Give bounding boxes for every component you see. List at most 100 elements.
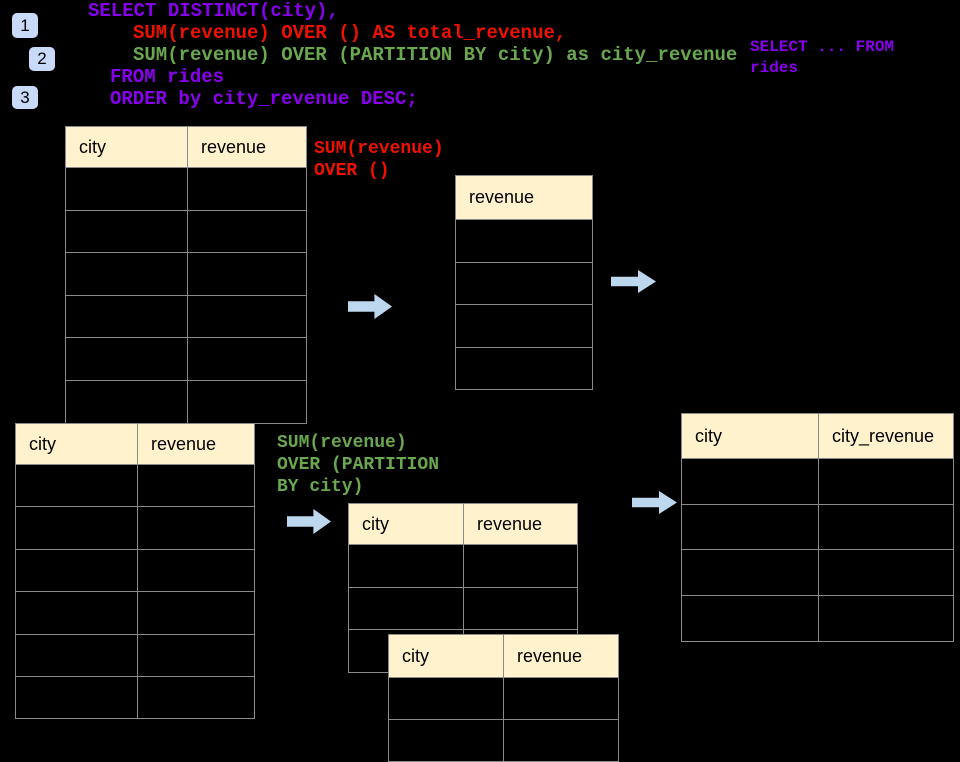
empty-cell bbox=[187, 338, 306, 380]
empty-cell bbox=[187, 168, 306, 210]
table-row bbox=[682, 595, 953, 641]
empty-cell bbox=[463, 545, 577, 587]
code-line: SUM(revenue) OVER () AS total_revenue, bbox=[133, 22, 567, 44]
column-header-city: city bbox=[29, 433, 56, 454]
empty-cell bbox=[16, 677, 137, 718]
code-line: BY city) bbox=[277, 477, 364, 497]
empty-cell bbox=[187, 253, 306, 295]
step-badge-2: 2 bbox=[29, 47, 55, 71]
empty-cell bbox=[66, 296, 187, 338]
step-badge-label: 3 bbox=[20, 87, 30, 107]
empty-cell bbox=[818, 459, 953, 504]
table-row bbox=[349, 544, 577, 587]
empty-cell bbox=[389, 720, 503, 761]
table-header-row: city revenue bbox=[389, 635, 618, 677]
table-row bbox=[682, 503, 953, 550]
table-row bbox=[456, 304, 592, 347]
empty-cell bbox=[137, 507, 254, 549]
column-header-city: city bbox=[402, 645, 429, 666]
empty-cell bbox=[187, 380, 306, 423]
empty-cell bbox=[16, 465, 137, 506]
column-header-city: city bbox=[79, 136, 106, 157]
step-badge-label: 1 bbox=[20, 15, 30, 35]
empty-cell bbox=[16, 507, 137, 548]
table-row bbox=[349, 586, 577, 630]
table-row bbox=[16, 548, 254, 592]
table-row bbox=[66, 252, 306, 295]
code-line: SUM(revenue) bbox=[314, 139, 444, 159]
column-header-revenue: revenue bbox=[463, 504, 577, 544]
empty-cell bbox=[456, 348, 592, 390]
empty-cell bbox=[818, 596, 953, 641]
step-badge-3: 3 bbox=[12, 86, 38, 109]
empty-cell bbox=[16, 592, 137, 633]
empty-cell bbox=[66, 253, 187, 295]
empty-cell bbox=[187, 210, 306, 253]
table-row bbox=[66, 337, 306, 380]
empty-cell bbox=[16, 635, 137, 676]
code-line: SUM(revenue) OVER (PARTITION BY city) as… bbox=[133, 44, 738, 66]
empty-cell bbox=[137, 549, 254, 592]
table-header-row: city revenue bbox=[16, 424, 254, 464]
table-row bbox=[16, 464, 254, 507]
code-line: OVER (PARTITION bbox=[277, 455, 440, 475]
empty-cell bbox=[137, 592, 254, 634]
table-row bbox=[66, 167, 306, 210]
column-header-city: city bbox=[362, 513, 389, 534]
code-line: SELECT ... FROM bbox=[750, 38, 895, 56]
arrow-right-icon bbox=[348, 294, 392, 319]
table-partition-group-back: city revenue bbox=[348, 503, 578, 674]
empty-cell bbox=[463, 587, 577, 630]
code-line: OVER () bbox=[314, 161, 390, 181]
arrow-right-icon bbox=[632, 491, 677, 514]
empty-cell bbox=[66, 168, 187, 210]
code-line: ORDER by city_revenue DESC; bbox=[110, 88, 418, 110]
table-source-rides-top: city revenue bbox=[65, 126, 307, 424]
code-line: rides bbox=[750, 59, 799, 77]
empty-cell bbox=[818, 550, 953, 596]
column-header-revenue: revenue bbox=[503, 635, 618, 677]
empty-cell bbox=[349, 545, 463, 587]
column-header-city_revenue: city_revenue bbox=[818, 414, 953, 458]
table-header-row: city revenue bbox=[66, 127, 306, 167]
arrow-right-icon bbox=[611, 270, 656, 293]
empty-cell bbox=[682, 505, 818, 550]
table-header-row: city revenue bbox=[349, 504, 577, 544]
arrow-right-icon bbox=[287, 509, 331, 534]
table-row bbox=[389, 719, 618, 761]
sql-query-code: SELECT DISTINCT(city),SUM(revenue) OVER … bbox=[0, 0, 737, 110]
table-row bbox=[66, 379, 306, 423]
table-row bbox=[66, 294, 306, 338]
column-header-revenue: revenue bbox=[469, 187, 535, 207]
table-row bbox=[456, 346, 592, 390]
table-city-revenue-result: city city_revenue bbox=[681, 413, 954, 642]
column-header-revenue: revenue bbox=[137, 424, 254, 464]
table-row bbox=[389, 677, 618, 719]
table-total-revenue-result: revenue bbox=[455, 175, 593, 390]
step-badge-1: 1 bbox=[12, 13, 38, 38]
empty-cell bbox=[456, 263, 592, 305]
table-row bbox=[456, 219, 592, 262]
code-line: SUM(revenue) bbox=[277, 433, 407, 453]
empty-cell bbox=[389, 678, 503, 719]
empty-cell bbox=[456, 220, 592, 262]
table-row bbox=[16, 591, 254, 634]
empty-cell bbox=[682, 550, 818, 595]
column-header-revenue: revenue bbox=[187, 127, 306, 167]
table-row bbox=[456, 261, 592, 305]
empty-cell bbox=[137, 634, 254, 676]
empty-cell bbox=[682, 596, 818, 641]
empty-cell bbox=[137, 465, 254, 507]
table-header-row: revenue bbox=[456, 176, 592, 219]
empty-cell bbox=[682, 459, 818, 504]
empty-cell bbox=[66, 381, 187, 423]
empty-cell bbox=[818, 504, 953, 550]
table-header-row: city city_revenue bbox=[682, 414, 953, 458]
empty-cell bbox=[456, 305, 592, 347]
step-badge-label: 2 bbox=[37, 49, 47, 68]
empty-cell bbox=[66, 338, 187, 380]
table-row bbox=[16, 506, 254, 549]
empty-cell bbox=[503, 678, 618, 719]
column-header-city: city bbox=[695, 425, 722, 446]
